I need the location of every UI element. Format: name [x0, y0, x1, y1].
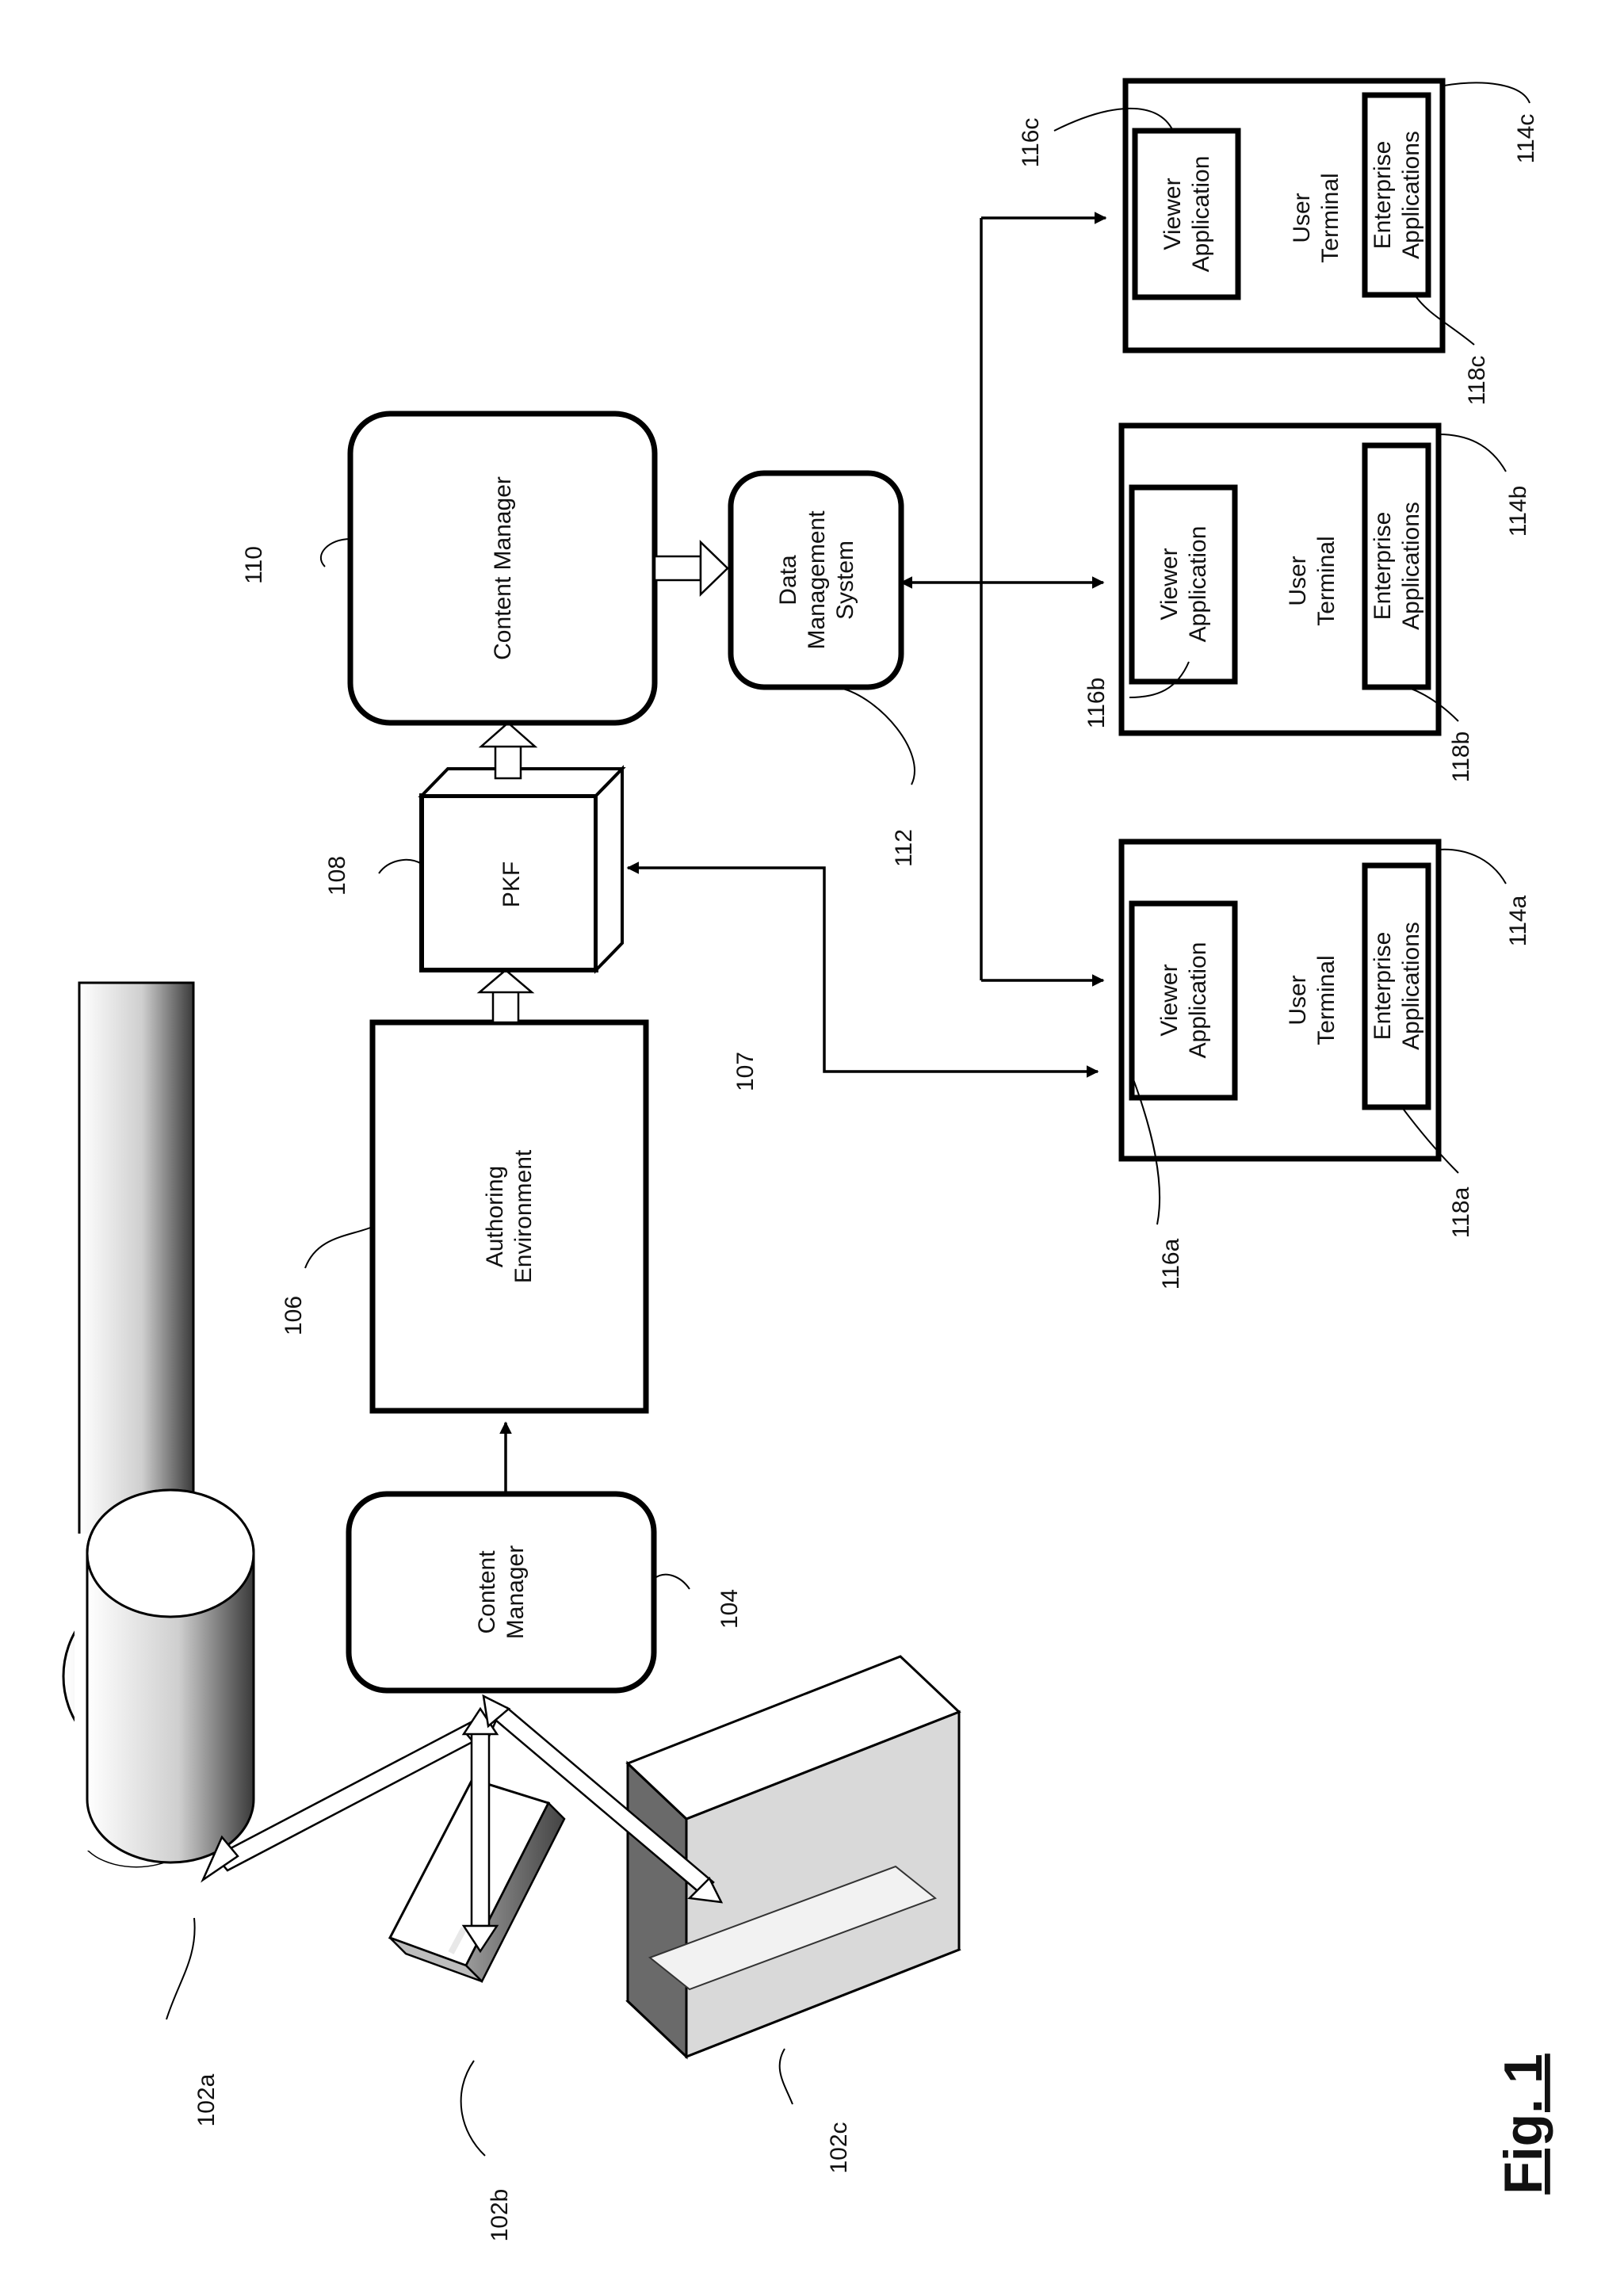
ref-102a: 102a — [193, 2073, 220, 2126]
viewer-c-line2: Application — [1188, 156, 1214, 273]
leader-112 — [840, 688, 915, 785]
ref-102b: 102b — [487, 2189, 513, 2242]
link-pkf-terminal-a — [628, 868, 1098, 1072]
terminal-b-line2: Terminal — [1313, 536, 1339, 625]
ref-118b: 118b — [1448, 732, 1474, 783]
terminal-c-line2: Terminal — [1317, 173, 1343, 262]
ref-118a: 118a — [1448, 1186, 1474, 1238]
ref-114a: 114a — [1505, 895, 1531, 946]
enterprise-c-line2: Applications — [1398, 131, 1424, 259]
leader-102b — [461, 2061, 485, 2156]
dms-line3: System — [832, 541, 858, 620]
viewer-application-a — [1132, 904, 1235, 1098]
content-manager-110-label: Content Manager — [490, 476, 516, 660]
ref-116a: 116a — [1158, 1238, 1184, 1289]
terminal-b-line1: User — [1285, 556, 1311, 606]
leader-114c — [1444, 82, 1530, 103]
leader-104 — [654, 1575, 690, 1589]
authoring-environment-block — [373, 1022, 646, 1411]
content-manager-104-line2: Manager — [502, 1545, 529, 1639]
leader-114a — [1439, 850, 1506, 884]
enterprise-b-line2: Applications — [1398, 502, 1424, 630]
enterprise-a-line1: Enterprise — [1370, 932, 1396, 1041]
leader-114b — [1439, 434, 1506, 472]
content-manager-104-block — [349, 1494, 654, 1691]
authoring-environment-line2: Environment — [510, 1149, 537, 1283]
ref-104: 104 — [716, 1589, 743, 1629]
enterprise-b-line1: Enterprise — [1370, 512, 1396, 621]
viewer-application-b — [1132, 487, 1235, 682]
ref-108: 108 — [324, 856, 350, 896]
viewer-application-c — [1135, 131, 1238, 297]
terminal-a-line2: Terminal — [1313, 955, 1339, 1045]
ref-116b: 116b — [1083, 678, 1110, 729]
ref-102c: 102c — [826, 2122, 852, 2173]
hollow-arrow-cm110-dms — [655, 542, 728, 594]
ref-114c: 114c — [1513, 114, 1539, 164]
ref-112: 112 — [891, 829, 917, 867]
leader-108 — [379, 860, 422, 873]
viewer-c-line1: Viewer — [1160, 178, 1186, 250]
viewer-b-line2: Application — [1185, 526, 1211, 643]
dms-line1: Data — [775, 555, 801, 606]
leader-106 — [305, 1227, 373, 1268]
ref-110: 110 — [241, 546, 267, 584]
dms-line2: Management — [804, 510, 830, 650]
leader-110 — [321, 539, 350, 567]
ref-114b: 114b — [1505, 486, 1531, 537]
content-manager-104-line1: Content — [474, 1550, 500, 1634]
leader-102a — [166, 1918, 195, 2019]
ref-118c: 118c — [1464, 356, 1490, 406]
enterprise-a-line2: Applications — [1398, 922, 1424, 1050]
terminal-c-line1: User — [1289, 193, 1315, 243]
viewer-a-line2: Application — [1185, 942, 1211, 1059]
hollow-arrow-authoring-pkf — [480, 970, 532, 1022]
ref-106: 106 — [281, 1296, 307, 1335]
figure-label: Fig. 1 — [1493, 2054, 1553, 2195]
ref-116c: 116c — [1018, 118, 1044, 168]
viewer-a-line1: Viewer — [1156, 964, 1183, 1036]
pkf-label: PKF — [499, 862, 525, 907]
terminal-a-line1: User — [1285, 975, 1311, 1025]
ref-107: 107 — [732, 1052, 759, 1091]
leader-102c — [780, 2049, 793, 2104]
viewer-b-line1: Viewer — [1156, 548, 1183, 620]
authoring-environment-line1: Authoring — [482, 1166, 508, 1267]
enterprise-c-line1: Enterprise — [1370, 141, 1396, 250]
